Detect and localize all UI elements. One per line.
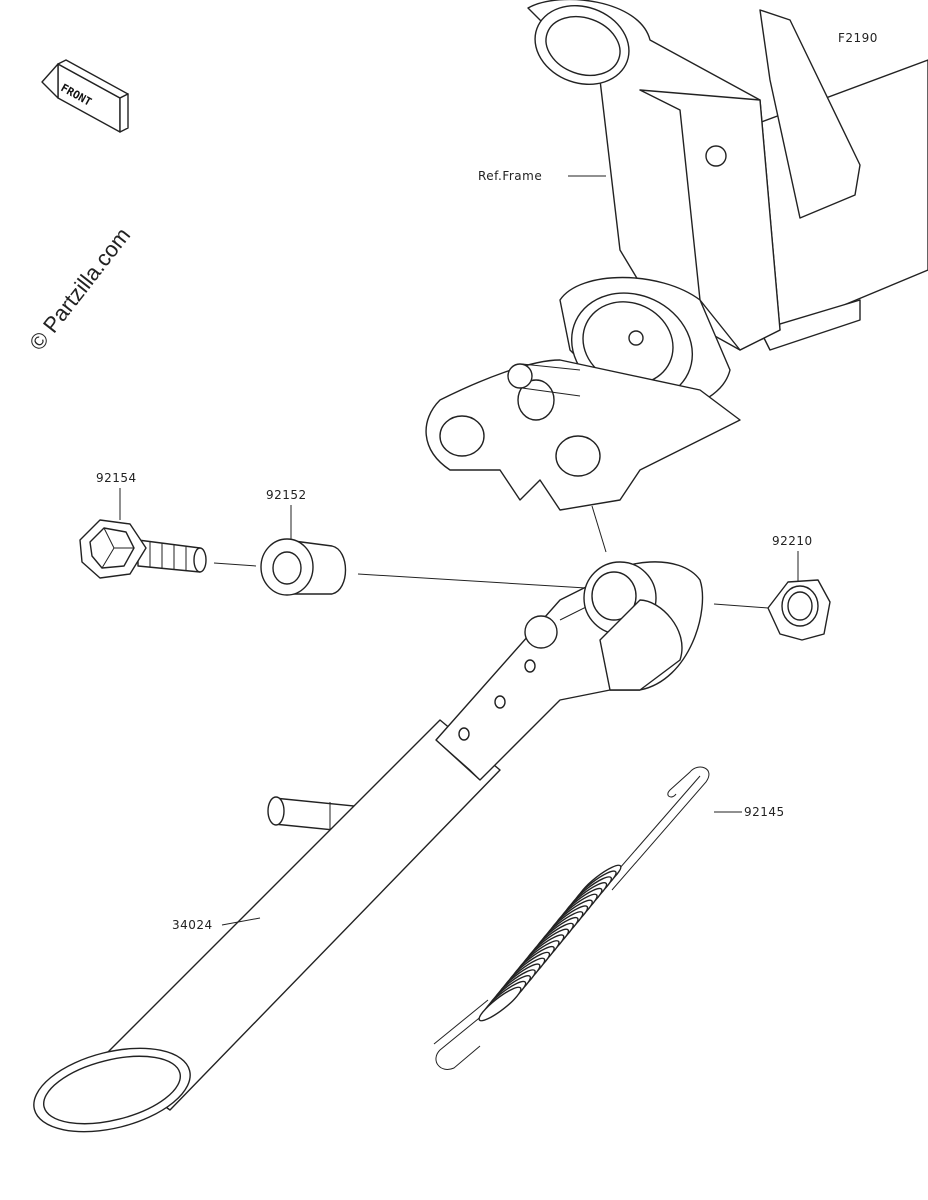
part-label-92210[interactable]: 92210 [772,534,813,548]
nut-92210[interactable] [767,579,831,641]
part-label-34024[interactable]: 34024 [172,918,213,932]
watermark-text: © Partzilla.com [24,223,135,355]
spring-coil [478,986,522,1022]
part-label-92152[interactable]: 92152 [266,488,307,502]
bolt-92154[interactable] [79,519,207,579]
frame-drawing [425,0,928,511]
side-stand-34024[interactable] [25,561,704,1146]
front-arrow-icon: FRONT [41,59,129,133]
collar-92152[interactable] [260,538,347,596]
part-label-92154[interactable]: 92154 [96,471,137,485]
part-label-92145[interactable]: 92145 [744,805,785,819]
spring-coils [478,864,622,1022]
spring-92145[interactable] [433,766,710,1070]
ref-frame-label: Ref.Frame [478,169,542,183]
diagram-code: F2190 [838,31,878,45]
